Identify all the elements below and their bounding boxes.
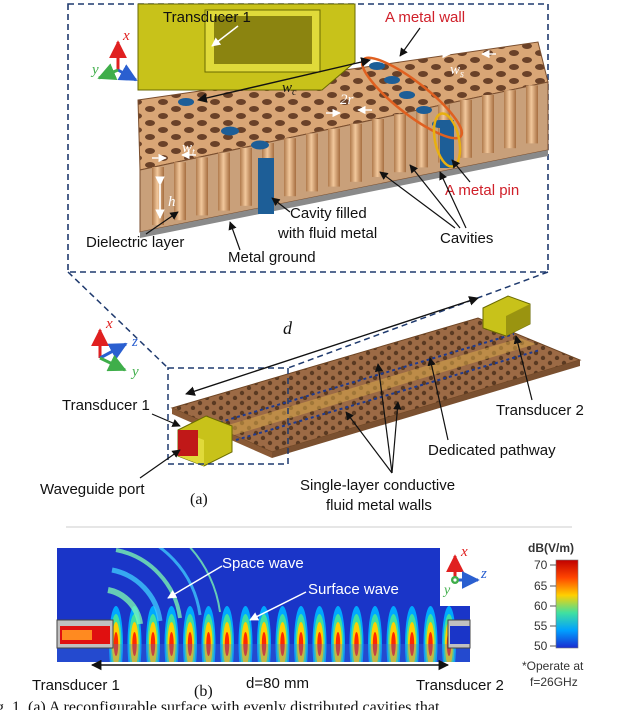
cavity-fluid-label-2: with fluid metal	[277, 225, 377, 242]
waveguide-port-face	[178, 430, 198, 456]
metal-wall-holes	[178, 62, 448, 150]
cavities-label: Cavities	[440, 230, 493, 247]
panel-a-axis-y: y	[130, 364, 139, 380]
colorbar: dB(V/m) 70 65 60 55 50 *Operate at f=26G…	[522, 541, 584, 689]
panel-a-transducer1	[177, 415, 233, 467]
panel-b-axis-y: y	[442, 583, 451, 598]
panel-a-transducer2	[482, 295, 531, 337]
axis-y-label: y	[90, 62, 99, 78]
cavity-pillar	[416, 109, 428, 168]
panel-a-axis-x: x	[105, 316, 113, 332]
inset-transducer-label: Transducer 1	[163, 9, 251, 26]
panel-a-axes: x z y	[91, 316, 139, 380]
cavity-pillar	[284, 138, 296, 197]
surface-wave-lobe	[220, 606, 234, 662]
d-arrow	[185, 296, 479, 396]
surface-wave-lobe	[331, 606, 345, 662]
cavity-pillar	[174, 162, 186, 221]
operate-note-2: f=26GHz	[530, 675, 578, 689]
d80-label: d=80 mm	[246, 675, 309, 692]
surface-wave-label: Surface wave	[308, 581, 399, 598]
cavity-pillar	[240, 147, 252, 206]
cavity-pillar	[504, 90, 516, 149]
space-wave-arc	[189, 548, 221, 613]
surface-wave-lobe	[349, 606, 364, 662]
d-label: d	[283, 318, 293, 338]
axis-x-label: x	[122, 28, 130, 44]
surface-wave-lobe	[312, 606, 327, 662]
cavity-pillar	[218, 152, 230, 211]
colorbar-title: dB(V/m)	[528, 541, 574, 555]
wt-symbol: wt	[182, 140, 195, 158]
surface-wave-lobe	[164, 606, 179, 662]
cavity-fluid-label-1: Cavity filled	[290, 205, 367, 222]
cbar-tick-55: 55	[534, 619, 548, 633]
panel-b-transducer2-label: Transducer 2	[416, 677, 504, 694]
r-symbol: 2r	[340, 92, 354, 108]
cavity-pillar	[482, 95, 494, 153]
metal-ground-label: Metal ground	[228, 249, 316, 266]
cbar-tick-70: 70	[534, 558, 548, 572]
wc-arrow	[197, 57, 371, 103]
walls-label-1: Single-layer conductive	[300, 477, 455, 494]
surface-wave-lobe	[201, 606, 216, 662]
surface-wave-lobe	[238, 606, 253, 662]
surface-wave-lobe	[405, 606, 419, 662]
colorbar-gradient	[555, 559, 579, 649]
dielectric-label: Dielectric layer	[86, 234, 184, 251]
fluid-metal-cavity	[258, 158, 274, 214]
space-wave-arc	[111, 567, 163, 622]
metal-pin-label: A metal pin	[445, 182, 519, 199]
h-symbol: h	[168, 194, 176, 210]
cavity-pillar	[394, 114, 406, 173]
space-wave-arc	[107, 587, 143, 625]
cavity-pillar	[526, 85, 538, 144]
panel-a-caption: (a)	[190, 491, 208, 508]
field-map	[57, 548, 472, 662]
waveguide-port-label: Waveguide port	[40, 481, 145, 498]
metal-wall-label: A metal wall	[385, 9, 465, 26]
panel-b-axes: x z y	[442, 544, 487, 598]
ws-symbol: ws	[450, 62, 464, 80]
operate-note-1: *Operate at	[522, 659, 584, 673]
surface-wave-lobe	[257, 606, 271, 662]
space-wave-arc	[115, 548, 182, 619]
cavity-pillar	[306, 133, 318, 192]
cavity-pillar	[152, 167, 164, 225]
cbar-tick-65: 65	[534, 579, 548, 593]
cbar-tick-60: 60	[534, 599, 548, 613]
panel-b-caption: (b)	[194, 683, 213, 700]
surface-wave-lobe	[386, 606, 401, 662]
field-transducer1	[56, 619, 114, 649]
board-side	[272, 360, 580, 458]
cavity-pillar	[350, 123, 362, 182]
panel-b-transducer1-label: Transducer 1	[32, 677, 120, 694]
surface-wave-lobe	[423, 606, 438, 662]
cavity-pillar	[328, 128, 340, 187]
wc-symbol: wc	[282, 80, 297, 98]
panel-a-axis-z: z	[131, 334, 138, 350]
surface-wave-lobe	[368, 606, 382, 662]
space-wave-arc	[158, 548, 202, 616]
surface-wave-lobe	[183, 606, 197, 662]
panel-b-axis-z: z	[480, 566, 487, 582]
surface-wave-lobe	[275, 606, 290, 662]
field-transducer2	[447, 619, 471, 649]
cavity-pillar	[460, 99, 472, 158]
space-wave-label: Space wave	[222, 555, 304, 572]
panel-b-axis-x: x	[460, 544, 468, 560]
cavity-pillar	[372, 119, 384, 177]
cavity-pillar	[196, 157, 208, 216]
cbar-tick-50: 50	[534, 639, 548, 653]
panel-a-transducer1-label: Transducer 1	[62, 397, 150, 414]
figure-caption: g. 1. (a) A reconfigurable surface with …	[0, 699, 440, 710]
surface-wave-lobe	[294, 606, 308, 662]
dedicated-pathway-label: Dedicated pathway	[428, 442, 556, 459]
walls-label-2: fluid metal walls	[326, 497, 432, 514]
panel-a-transducer2-label: Transducer 2	[496, 402, 584, 419]
surface-wave-lobe	[146, 606, 160, 662]
